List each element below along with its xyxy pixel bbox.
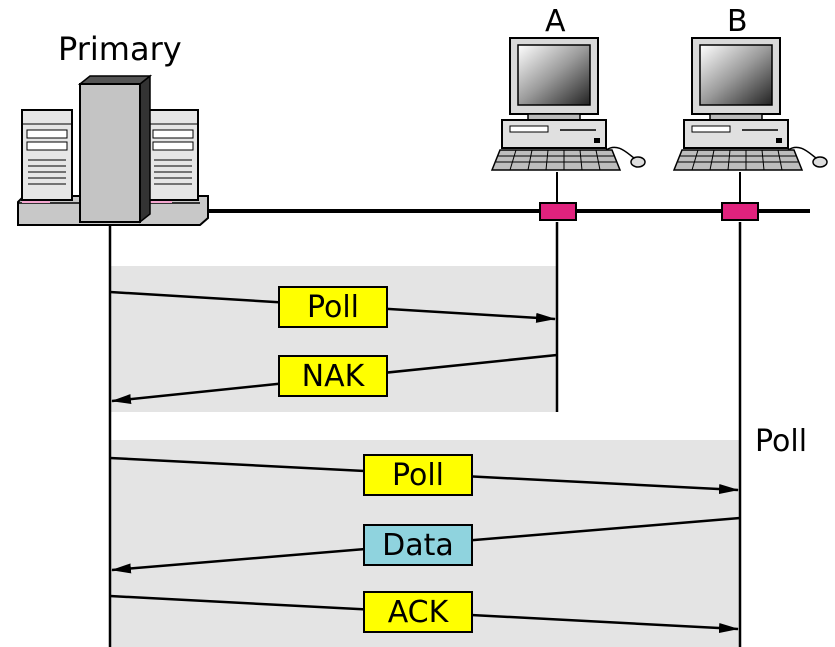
station-b-label: B [727,4,748,39]
primary-server-icon [17,74,209,226]
poll-message-a: Poll [278,286,388,328]
ack-message: ACK [363,591,473,633]
station-b-tap [721,202,759,221]
poll-message-b: Poll [363,454,473,496]
poll-side-label: Poll [755,424,808,459]
station-a-tap [539,202,577,221]
data-message: Data [363,524,473,566]
primary-label: Primary [58,30,182,68]
nak-message: NAK [278,355,388,397]
station-b-computer-icon [672,37,828,171]
station-a-computer-icon [490,37,646,171]
station-a-label: A [545,4,566,39]
